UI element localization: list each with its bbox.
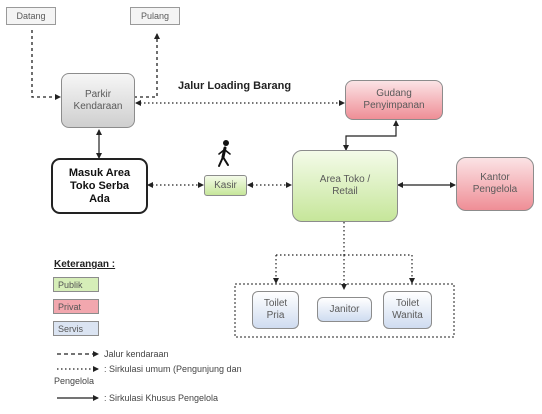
legend-text-kendaraan: Jalur kendaraan <box>104 349 169 359</box>
route-area-gudang <box>343 120 399 151</box>
pulang-node: Pulang <box>130 7 180 25</box>
datang-node: Datang <box>6 7 56 25</box>
legend-swatch-privat: Privat <box>53 299 99 314</box>
legend-swatch-servis: Servis <box>53 321 99 336</box>
legend-text-sirkulasi-umum: : Sirkulasi umum (Pengunjung dan <box>104 364 242 374</box>
area-toko-retail-node: Area Toko /Retail <box>292 150 398 222</box>
loading-route-label: Jalur Loading Barang <box>178 80 292 92</box>
walking-person-icon <box>218 140 231 167</box>
route-datang-to-parkir <box>31 30 61 100</box>
legend-swatch-publik: Publik <box>53 277 99 292</box>
janitor-node: Janitor <box>317 297 372 322</box>
kasir-node: Kasir <box>204 175 247 196</box>
route-parkir-to-pulang <box>134 33 160 98</box>
legend-text-sirkulasi-khusus: : Sirkulasi Khusus Pengelola <box>104 393 219 403</box>
servis-zone-frame <box>234 283 455 338</box>
legend-title: Keterangan : <box>54 259 116 270</box>
legend-text-sirkulasi-umum-cont: Pengelola <box>54 376 95 386</box>
